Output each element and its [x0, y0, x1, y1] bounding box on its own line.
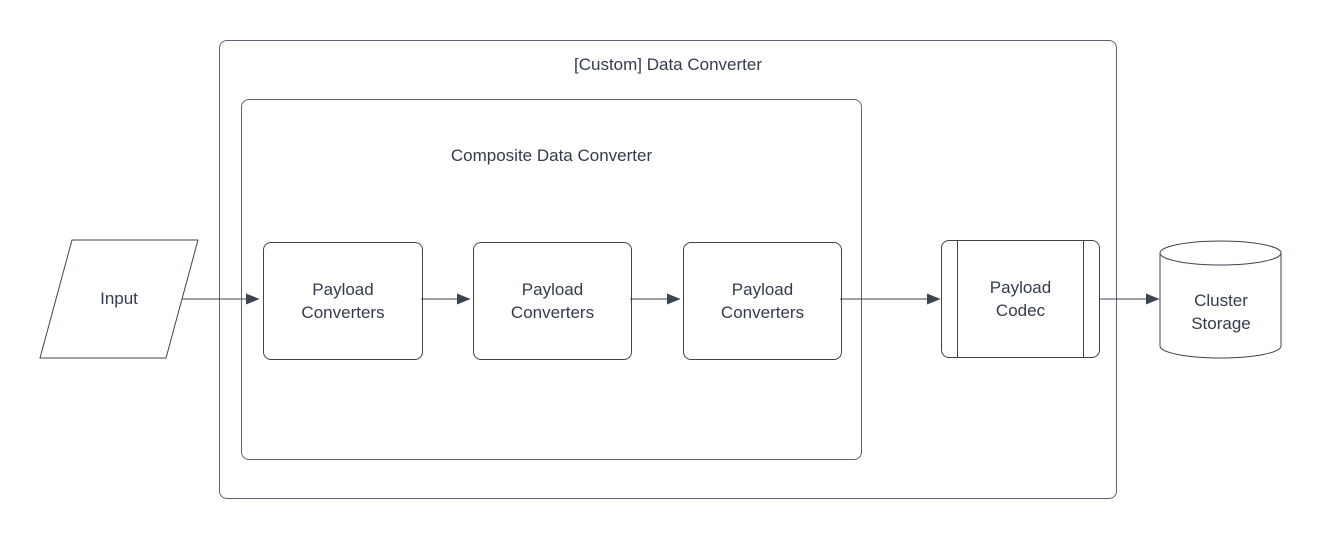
- payload-codec-label: Payload Codec: [989, 278, 1052, 320]
- custom-data-converter-container: [Custom] Data Converter Composite Data C…: [219, 40, 1117, 499]
- payload-converters-3-node: Payload Converters: [683, 242, 842, 360]
- payload-codec-left-bar: [957, 241, 958, 357]
- payload-codec-node: Payload Codec: [941, 240, 1100, 358]
- payload-converters-1-node: Payload Converters: [263, 242, 423, 360]
- payload-converters-2-label: Payload Converters: [510, 280, 595, 322]
- custom-data-converter-title: [Custom] Data Converter: [573, 55, 762, 74]
- cluster-storage-label: Cluster Storage: [1191, 291, 1251, 333]
- payload-converters-2-node: Payload Converters: [473, 242, 632, 360]
- cluster-storage-cylinder-lip: [1159, 252, 1282, 266]
- composite-data-converter-title: Composite Data Converter: [450, 146, 653, 165]
- input-label: Input: [100, 289, 138, 308]
- payload-converters-1-label: Payload Converters: [301, 280, 385, 322]
- payload-codec-right-bar: [1083, 241, 1084, 357]
- payload-converters-3-label: Payload Converters: [720, 280, 805, 322]
- composite-data-converter-container: Composite Data Converter Payload Convert…: [241, 99, 862, 460]
